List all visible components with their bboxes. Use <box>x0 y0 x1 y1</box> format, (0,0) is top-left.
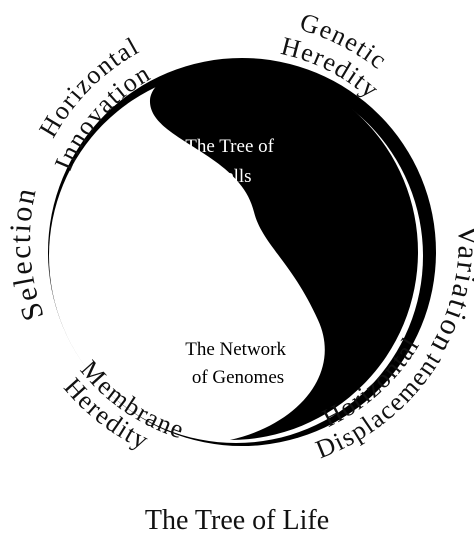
tree-of-cells-line-2: Cells <box>212 166 251 187</box>
figure-caption: The Tree of Life <box>144 505 330 536</box>
selection-label: Selection <box>4 184 51 325</box>
tree-of-cells-label: The Tree of Cells <box>185 136 278 187</box>
dark-swirl-tree-of-cells <box>149 64 418 440</box>
network-of-genomes-label: The Network of Genomes <box>185 339 291 388</box>
network-of-genomes-line-1: The Network <box>185 339 286 360</box>
network-of-genomes-line-2: of Genomes <box>192 367 284 388</box>
yin-yang-symbol <box>48 58 436 446</box>
tree-of-cells-line-1: The Tree of <box>185 136 274 157</box>
